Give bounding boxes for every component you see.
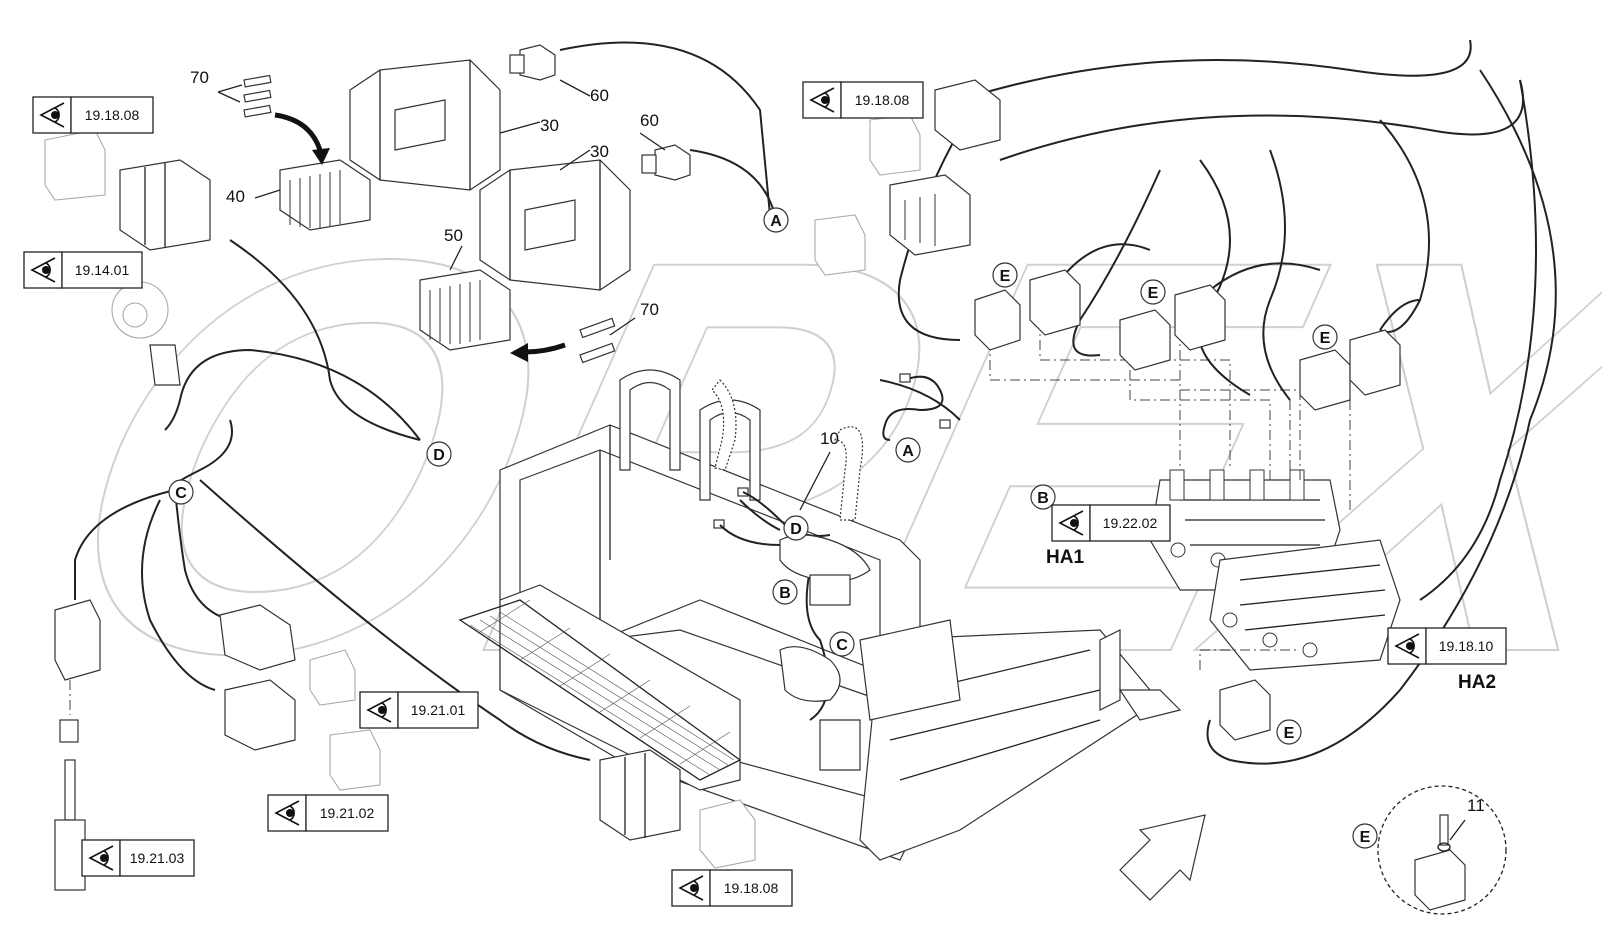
sensor-left [111, 281, 181, 386]
ref-label-9: 19.18.08 [724, 880, 779, 896]
direction-arrow [1119, 814, 1206, 901]
ref-label-5: 19.18.10 [1439, 638, 1494, 654]
arrow-curve-2 [524, 342, 566, 355]
ref-box-8: 19.21.03 [81, 839, 195, 877]
connector-c-center: C [836, 637, 848, 654]
connector-b-center: B [779, 585, 791, 602]
callout-10: 10 [820, 429, 839, 448]
plug-bottom-center [599, 749, 756, 869]
callout-60-top: 60 [590, 86, 609, 105]
connector-insert-50 [419, 269, 511, 351]
callout-11: 11 [1467, 796, 1485, 815]
group-label-ha2: HA2 [1458, 672, 1496, 693]
ref-box-1: 19.18.08 [32, 96, 154, 134]
ref-label-4: 19.22.02 [1103, 515, 1158, 531]
arrow-head-1 [312, 148, 330, 165]
central-harness [713, 373, 951, 771]
valve-block-ha2 [1209, 539, 1401, 671]
ref-label-8: 19.21.03 [130, 850, 185, 866]
plug-top-right [814, 79, 1001, 276]
connector-e-5: E [1360, 829, 1371, 846]
ref-box-5: 19.18.10 [1387, 627, 1507, 665]
ref-box-7: 19.21.02 [267, 794, 389, 832]
group-label-ha1: HA1 [1046, 547, 1084, 568]
solenoids [974, 269, 1507, 915]
plug-upper-left [44, 129, 211, 251]
connector-30-lower [479, 159, 631, 291]
ref-label-6: 19.21.01 [411, 702, 466, 718]
connector-e-4: E [1284, 725, 1295, 742]
connector-e-3: E [1320, 330, 1331, 347]
connector-a-center: A [902, 443, 914, 460]
ref-box-2: 19.14.01 [23, 251, 143, 289]
callout-30-mid: 30 [590, 142, 609, 161]
plug-mid-left [219, 604, 381, 791]
arrow-curve-1 [274, 112, 323, 151]
ref-box-3: 19.18.08 [802, 81, 924, 119]
wiring-harness [74, 39, 1557, 765]
plug-c-left [54, 599, 101, 891]
gland-60 [509, 44, 691, 181]
callout-50: 50 [444, 226, 463, 245]
ref-box-9: 19.18.08 [671, 869, 793, 907]
connector-insert-40 [279, 159, 371, 231]
callout-30-top: 30 [540, 116, 559, 135]
ref-box-4: 19.22.02 [1051, 504, 1171, 542]
connector-e-1: E [1000, 268, 1011, 285]
reference-boxes: 19.18.08 19.14.01 19.18.08 19.22.02 19.1… [23, 81, 1507, 907]
connector-b-valve: B [1037, 490, 1049, 507]
callout-numbers: 70 70 60 60 30 30 40 50 10 11 [190, 68, 1485, 841]
callout-60-mid: 60 [640, 111, 659, 130]
callout-70-mid: 70 [640, 300, 659, 319]
callout-40: 40 [226, 187, 245, 206]
connector-30-upper [349, 59, 501, 191]
ref-label-7: 19.21.02 [320, 805, 375, 821]
arrow-head-2 [510, 343, 528, 362]
connector-markers: A A B B C C D D E E E E E [168, 207, 1378, 849]
connector-a-top: A [770, 213, 782, 230]
pins-70 [243, 74, 616, 364]
callout-70-top: 70 [190, 68, 209, 87]
connector-e-2: E [1148, 285, 1159, 302]
connector-c-left: C [175, 485, 187, 502]
ref-label-2: 19.14.01 [75, 262, 130, 278]
ref-box-6: 19.21.01 [359, 691, 479, 729]
connector-d-center: D [790, 521, 802, 538]
ref-label-3: 19.18.08 [855, 92, 910, 108]
connector-d-left: D [433, 447, 445, 464]
ref-label-1: 19.18.08 [85, 107, 140, 123]
